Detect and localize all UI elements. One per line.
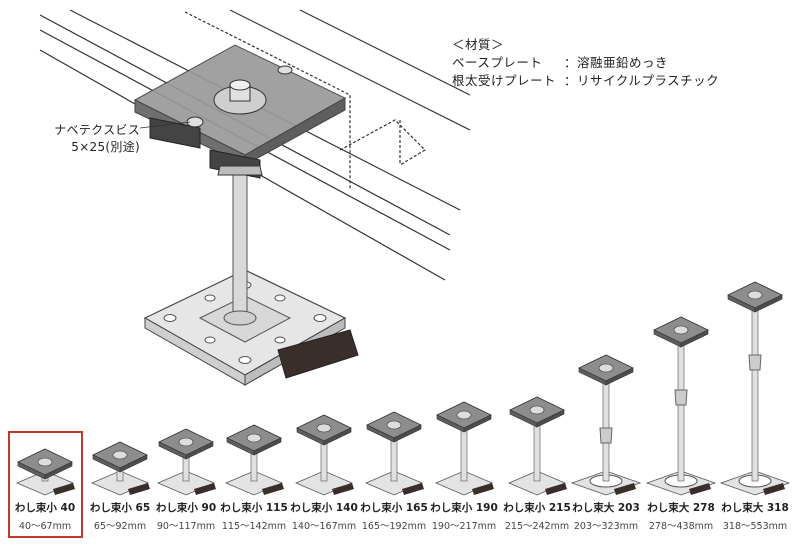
product-range-label: 278～438mm — [648, 521, 714, 532]
rubber-pad — [763, 483, 785, 495]
product-2[interactable] — [156, 428, 216, 496]
column — [533, 417, 541, 482]
spec-value: ：リサイクルプラスチック — [564, 73, 720, 88]
top-plate-edge — [44, 461, 73, 480]
spec-label: ベースプレート — [452, 55, 543, 70]
top-plate-edge — [119, 454, 148, 473]
top-plate-edge — [536, 409, 565, 428]
product-range-label: 165～192mm — [361, 521, 427, 532]
product-9[interactable] — [645, 316, 717, 496]
top-plate-edge — [323, 427, 352, 446]
top-plate-edge — [253, 437, 282, 456]
product-model-label: わし束大 203 — [572, 502, 640, 514]
product-1[interactable] — [90, 441, 150, 496]
product-range-label: 190～217mm — [431, 521, 497, 532]
rubber-pad — [402, 483, 424, 495]
column-coupler — [674, 389, 688, 406]
column — [751, 302, 759, 482]
spec-row-base-plate: ベースプレート ：溶融亜鉛めっき — [452, 54, 719, 72]
product-model-label: わし束小 215 — [503, 502, 571, 514]
bolt-head — [178, 437, 194, 447]
material-spec: ＜材質＞ ベースプレート ：溶融亜鉛めっき 根太受けプレート ：リサイクルプラスチッ… — [452, 36, 719, 90]
product-model-label: わし束大 278 — [647, 502, 715, 514]
bolt-head — [673, 325, 689, 335]
bolt-head — [529, 405, 545, 415]
threaded-column — [223, 169, 257, 326]
top-plate-edge — [680, 329, 709, 348]
top-plate-edge — [605, 367, 634, 386]
product-range-label: 40～67mm — [18, 521, 72, 532]
rubber-pad — [194, 483, 216, 495]
bolt-head — [37, 457, 53, 467]
product-model-label: わし束小 115 — [220, 502, 288, 514]
bolt-head — [456, 410, 472, 420]
product-model-label: わし束小 65 — [89, 502, 151, 514]
bolt-head — [747, 290, 763, 300]
spec-heading: ＜材質＞ — [452, 37, 505, 52]
rubber-pad — [689, 483, 711, 495]
screw-callout: ナベテクスビス 5×25(別途) — [40, 122, 140, 156]
product-3[interactable] — [224, 424, 284, 496]
callout-line-2: 5×25(別途) — [71, 140, 140, 154]
column-coupler — [748, 354, 762, 371]
callout-line-1: ナベテクスビス — [54, 123, 140, 137]
selected-product-frame[interactable] — [8, 431, 83, 538]
rubber-pad — [128, 483, 150, 495]
product-model-label: わし束大 318 — [721, 502, 789, 514]
bolt-head — [386, 420, 402, 430]
top-plate-edge — [463, 414, 492, 433]
product-range-label: 318～553mm — [722, 521, 788, 532]
bolt-head — [598, 363, 614, 373]
product-range-label: 215～242mm — [504, 521, 570, 532]
product-model-label: わし束小 190 — [430, 502, 498, 514]
product-range-label: 203～323mm — [573, 521, 639, 532]
product-0[interactable] — [15, 448, 75, 496]
product-model-label: わし束小 140 — [290, 502, 358, 514]
rubber-pad — [472, 483, 494, 495]
joist-support-plate — [133, 44, 347, 179]
bolt-head — [316, 423, 332, 433]
rubber-pad — [545, 483, 567, 495]
rubber-pad — [332, 483, 354, 495]
product-10[interactable] — [719, 281, 791, 496]
product-model-label: わし束小 40 — [14, 502, 76, 514]
bolt-head — [246, 433, 262, 443]
product-range-label: 115～142mm — [221, 521, 287, 532]
rubber-pad — [614, 483, 636, 495]
column — [677, 337, 685, 482]
product-6[interactable] — [434, 401, 494, 496]
spec-label: 根太受けプレート — [452, 73, 557, 88]
product-model-label: わし束小 90 — [155, 502, 217, 514]
product-8[interactable] — [570, 354, 642, 496]
bolt-head — [112, 450, 128, 460]
product-5[interactable] — [364, 411, 424, 496]
top-plate-edge — [393, 424, 422, 443]
product-7[interactable] — [507, 396, 567, 496]
product-4[interactable] — [294, 414, 354, 496]
product-range-label: 140～167mm — [291, 521, 357, 532]
product-model-label: わし束小 165 — [360, 502, 428, 514]
top-plate-edge — [185, 441, 214, 460]
rubber-pad — [53, 483, 75, 495]
product-range-label: 90～117mm — [156, 521, 216, 532]
rubber-pad — [262, 483, 284, 495]
top-plate-edge — [754, 294, 783, 313]
column-coupler — [599, 427, 613, 444]
product-range-label: 65～92mm — [93, 521, 147, 532]
spec-row-joist-plate: 根太受けプレート ：リサイクルプラスチック — [452, 72, 719, 90]
spec-value: ：溶融亜鉛めっき — [564, 55, 669, 70]
callout-leader — [139, 121, 191, 129]
